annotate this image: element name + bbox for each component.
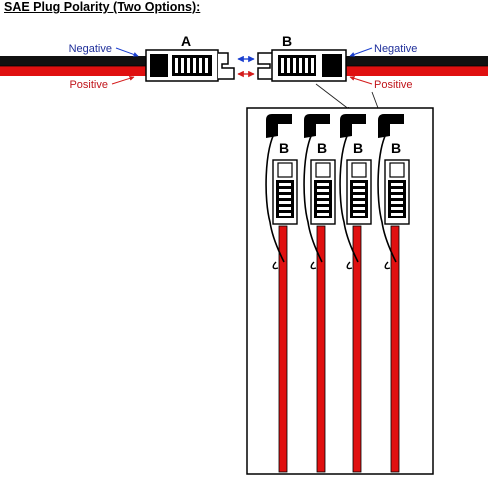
top-cable-assembly: A B Negative Positive Negative Positive	[0, 33, 488, 91]
right-cable	[344, 56, 488, 76]
grip-rib	[279, 195, 291, 198]
plug-b-label: B	[282, 33, 292, 49]
red-wire	[352, 225, 362, 473]
wire-loop	[384, 261, 391, 270]
right-positive-label: Positive	[374, 79, 413, 91]
wire-loop	[346, 261, 353, 270]
right-positive-arrow	[349, 75, 373, 85]
dust-cap-icon	[266, 114, 292, 138]
grip-rib	[353, 201, 365, 204]
wire-loop	[272, 261, 279, 270]
pigtail-1: B	[265, 114, 298, 473]
pigtail-plug-label: B	[353, 140, 363, 156]
left-positive-label: Positive	[69, 79, 108, 91]
grip-rib	[391, 195, 403, 198]
left-positive-arrow	[111, 75, 135, 85]
plug-a	[145, 49, 235, 82]
right-negative-arrow	[349, 47, 373, 57]
grip-rib	[317, 195, 329, 198]
red-wire	[316, 225, 326, 473]
black-wire	[377, 129, 397, 263]
black-wire	[339, 129, 359, 263]
detail-callout-arrow	[315, 83, 351, 111]
grip-rib	[279, 201, 291, 204]
red-wire	[278, 225, 288, 473]
dust-cap-icon	[340, 114, 366, 138]
plug-contact	[351, 162, 367, 178]
plug-a-grip	[172, 55, 212, 76]
plug-a-label: A	[181, 33, 191, 49]
grip-rib	[279, 183, 291, 186]
grip-rib	[353, 207, 365, 210]
grip-rib	[353, 213, 365, 216]
grip-rib	[317, 201, 329, 204]
grip-rib	[391, 183, 403, 186]
grip-rib	[279, 207, 291, 210]
left-negative-label: Negative	[69, 43, 112, 55]
pigtail-3: B	[339, 114, 372, 473]
grip-rib	[317, 183, 329, 186]
grip-rib	[353, 183, 365, 186]
black-wire	[303, 129, 323, 263]
plug-contact	[277, 162, 293, 178]
red-wire	[390, 225, 400, 473]
grip-rib	[279, 213, 291, 216]
grip-rib	[317, 207, 329, 210]
black-wire	[265, 129, 285, 263]
grip-rib	[391, 189, 403, 192]
plug-b	[257, 49, 347, 82]
pigtail-plug-label: B	[317, 140, 327, 156]
grip-rib	[353, 189, 365, 192]
dust-cap-icon	[304, 114, 330, 138]
grip-rib	[391, 207, 403, 210]
pigtail-plug-label: B	[279, 140, 289, 156]
pigtail-plug-label: B	[391, 140, 401, 156]
wire-loop	[310, 261, 317, 270]
plug-contact	[389, 162, 405, 178]
pigtail-2: B	[303, 114, 336, 473]
grip-rib	[391, 213, 403, 216]
detail-callout-line	[371, 91, 379, 109]
left-negative-arrow	[115, 47, 139, 57]
grip-rib	[317, 189, 329, 192]
grip-rib	[317, 213, 329, 216]
grip-rib	[391, 201, 403, 204]
pigtail-4: B	[377, 114, 410, 473]
plug-contact	[315, 162, 331, 178]
diagram-title: SAE Plug Polarity (Two Options):	[4, 0, 201, 14]
grip-rib	[353, 195, 365, 198]
grip-rib	[279, 189, 291, 192]
dust-cap-icon	[378, 114, 404, 138]
left-cable	[0, 56, 148, 76]
plug-b-grip	[278, 55, 316, 76]
right-negative-label: Negative	[374, 43, 417, 55]
